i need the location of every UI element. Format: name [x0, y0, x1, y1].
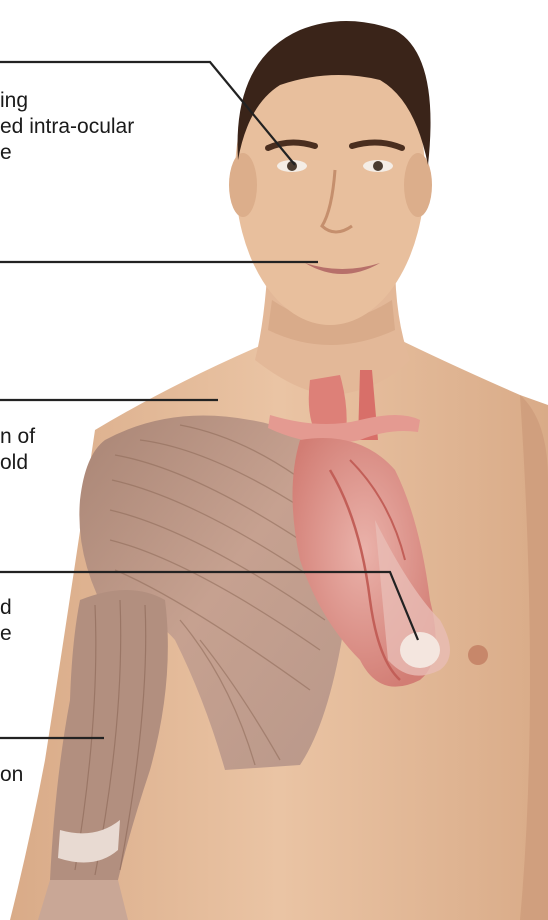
label-eye-line-2: ed intra-ocular — [0, 114, 134, 140]
apex-highlight — [400, 632, 440, 668]
label-shoulder: n of old — [0, 424, 35, 476]
forearm — [38, 880, 128, 920]
label-eye-line-3: e — [0, 140, 134, 166]
left-ear — [229, 153, 257, 217]
label-arm: on — [0, 762, 23, 788]
label-arm-line-1: on — [0, 762, 23, 788]
label-heart-line-1: d — [0, 595, 12, 621]
label-heart-line-2: e — [0, 621, 12, 647]
label-eye-line-1: ing — [0, 88, 134, 114]
nipple — [468, 645, 488, 665]
label-heart: d e — [0, 595, 12, 647]
label-eye: ing ed intra-ocular e — [0, 88, 134, 166]
label-shoulder-line-2: old — [0, 450, 35, 476]
label-shoulder-line-1: n of — [0, 424, 35, 450]
